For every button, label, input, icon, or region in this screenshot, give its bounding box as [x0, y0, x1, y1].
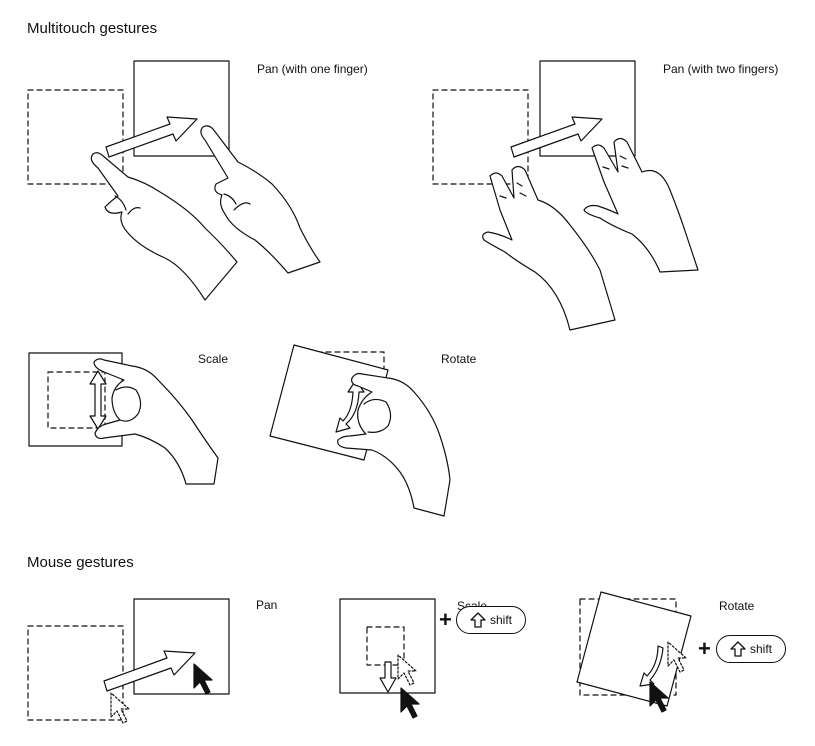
cursor-icon: [193, 663, 213, 695]
pan-two-arrow-icon: [510, 116, 603, 158]
rotate-mouse-square: [576, 591, 692, 707]
label-scale-touch: Scale: [198, 352, 229, 366]
cursor-ghost-scale-icon: [397, 654, 417, 686]
label-pan-two-fingers: Pan (with two fingers): [663, 62, 779, 76]
scale-touch-inner-square: [47, 371, 106, 429]
rotate-touch-illustration: [269, 344, 451, 517]
multitouch-heading: Multitouch gestures: [27, 20, 158, 37]
plus-sign-rotate: +: [698, 636, 711, 661]
scale-touch-illustration: [28, 352, 219, 485]
two-finger-hand-right-icon: [583, 137, 699, 273]
scale-mouse-down-arrow-icon: [379, 661, 397, 693]
hand-left-icon: [90, 152, 238, 301]
mouse-heading: Mouse gestures: [27, 554, 134, 571]
pan-two-origin-square: [432, 89, 529, 185]
pan-two-fingers-illustration: [432, 60, 699, 331]
rotate-mouse-illustration: [576, 591, 692, 713]
scale-hand-icon: [93, 358, 219, 485]
cursor-ghost-icon: [110, 692, 130, 724]
shift-key-scale: shift: [456, 606, 526, 634]
two-finger-hand-left-icon: [482, 165, 616, 331]
pan-mouse-arrow-icon: [103, 650, 196, 692]
shift-arrow-icon: [470, 612, 486, 628]
label-rotate-touch: Rotate: [441, 352, 477, 366]
shift-key-rotate: shift: [716, 635, 786, 663]
pan-one-finger-illustration: [27, 60, 321, 301]
label-pan-one-finger: Pan (with one finger): [257, 62, 368, 76]
pan-one-origin-square: [27, 89, 124, 185]
pan-mouse-illustration: [27, 598, 230, 724]
label-rotate-mouse: Rotate: [719, 599, 755, 613]
pan-mouse-origin-square: [27, 625, 124, 721]
pan-one-arrow-icon: [105, 116, 198, 158]
plus-sign-scale: +: [439, 607, 452, 632]
hand-right-icon: [200, 125, 321, 274]
shift-key-label: shift: [489, 613, 512, 627]
shift-key-label: shift: [749, 642, 772, 656]
scale-mouse-illustration: [339, 598, 436, 719]
rotate-touch-curved-arrow-icon: [335, 379, 365, 433]
cursor-ghost-rotate-icon: [667, 641, 687, 673]
pan-mouse-target-square: [133, 598, 230, 695]
cursor-scale-icon: [400, 687, 420, 719]
shift-arrow-icon: [730, 641, 746, 657]
rotate-hand-icon: [337, 372, 451, 517]
rotate-mouse-curved-arrow-icon: [639, 645, 664, 687]
cursor-rotate-icon: [649, 681, 669, 713]
label-pan-mouse: Pan: [256, 598, 278, 612]
